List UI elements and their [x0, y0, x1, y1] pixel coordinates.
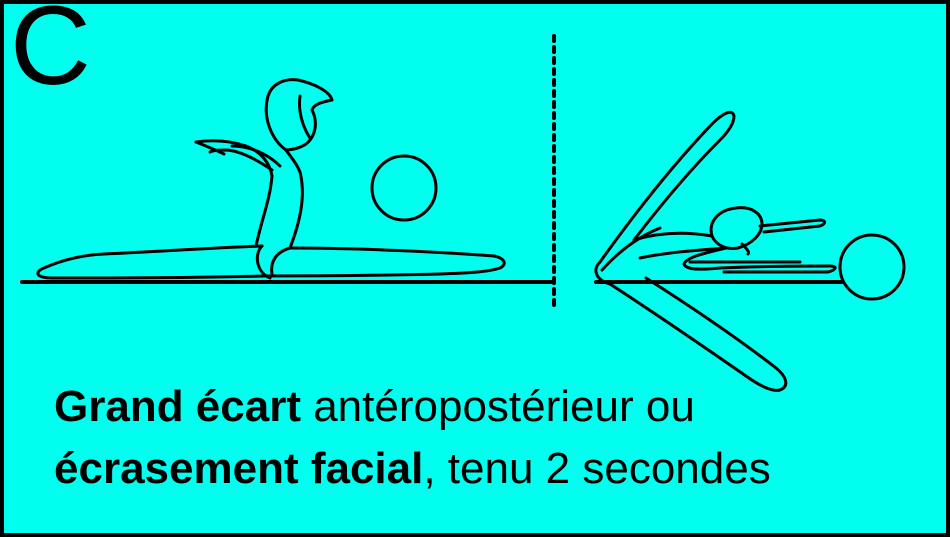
ball-icon [838, 233, 906, 301]
caption: Grand écart antéropostérieur ou écraseme… [54, 376, 914, 500]
ball-icon [370, 154, 438, 222]
gymnast-facial-split-with-ball-icon [594, 110, 906, 392]
gymnast-split-with-ball-icon [36, 78, 506, 280]
card-letter: C [10, 0, 91, 108]
illustration [20, 34, 906, 392]
caption-line-1: Grand écart antéropostérieur ou [54, 376, 914, 438]
caption-line-2: écrasement facial, tenu 2 secondes [54, 438, 914, 500]
caption-term-ecrasement-facial: écrasement facial [54, 444, 424, 493]
caption-term-grand-ecart: Grand écart [54, 382, 301, 431]
caption-line-1-text: antéropostérieur ou [300, 382, 695, 431]
caption-line-2-text: , tenu 2 secondes [423, 444, 771, 493]
